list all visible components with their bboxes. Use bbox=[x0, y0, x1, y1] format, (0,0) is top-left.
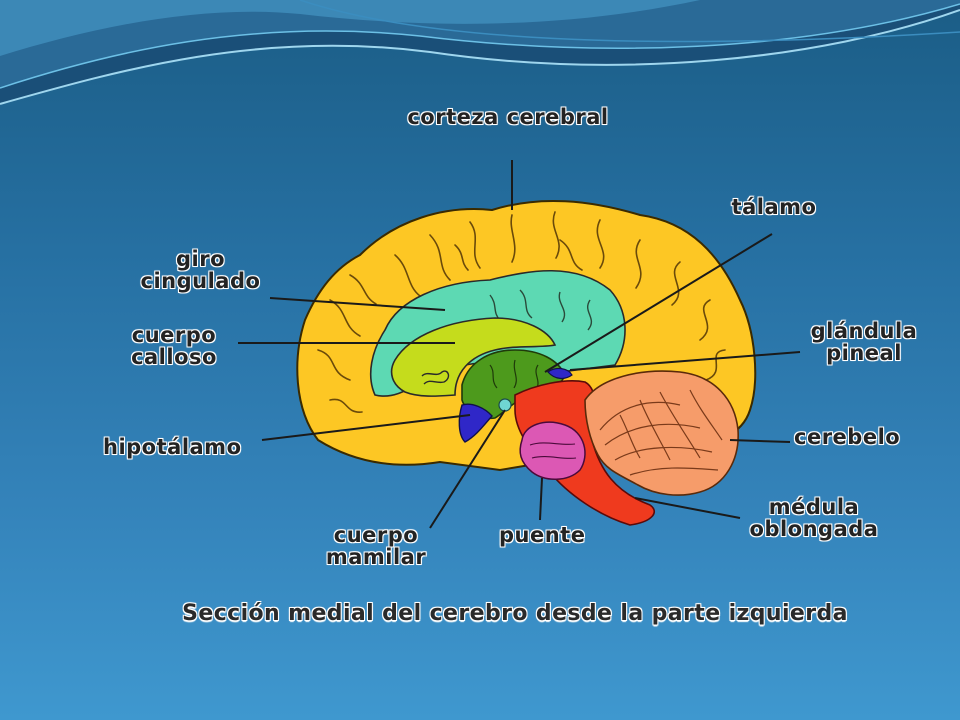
callosum-squiggle bbox=[421, 370, 450, 385]
wave-line-2 bbox=[0, 3, 960, 89]
pointer-lines bbox=[238, 160, 801, 529]
wave-line-1 bbox=[0, 9, 960, 105]
pineal-gland bbox=[547, 367, 573, 379]
label-medula-line-2: oblongada bbox=[749, 517, 879, 541]
cortex-gyri-lines bbox=[317, 211, 726, 413]
pointer-talamo bbox=[544, 233, 773, 373]
header-wave-decoration bbox=[0, 0, 960, 105]
corpus-callosum bbox=[390, 317, 557, 397]
pointer-giro bbox=[269, 297, 446, 311]
label-corteza-cerebral: corteza cerebral bbox=[407, 105, 609, 129]
cerebellum bbox=[584, 370, 739, 496]
label-hipotalamo: hipotálamo bbox=[103, 435, 242, 459]
pointer-puente bbox=[539, 477, 543, 521]
label-puente: puente bbox=[499, 523, 586, 547]
label-pineal-line-2: pineal bbox=[826, 341, 902, 365]
label-cuerpo-calloso: cuerpo calloso bbox=[114, 324, 234, 368]
pons bbox=[519, 421, 586, 480]
wave-mid bbox=[0, 0, 960, 88]
label-pineal-line-1: glándula bbox=[810, 319, 918, 343]
label-mamilar-line-2: mamilar bbox=[325, 545, 427, 569]
diagram-caption: Sección medial del cerebro desde la part… bbox=[182, 601, 848, 626]
pointer-mamilar bbox=[429, 409, 506, 529]
label-giro-line-1: giro bbox=[175, 247, 225, 271]
wave-light bbox=[0, 0, 700, 56]
label-giro-line-2: cingulado bbox=[140, 269, 261, 293]
label-glandula-pineal: glándula pineal bbox=[800, 320, 928, 364]
label-cerebelo: cerebelo bbox=[794, 425, 901, 449]
label-medula-line-1: médula bbox=[768, 495, 860, 519]
pons-lines bbox=[529, 442, 577, 459]
label-mamilar-line-1: cuerpo bbox=[333, 523, 419, 547]
label-giro-cingulado: giro cingulado bbox=[128, 248, 273, 292]
pointer-medula bbox=[634, 497, 741, 519]
mammillary-body bbox=[498, 398, 512, 412]
pointer-hipotalamo bbox=[261, 414, 471, 441]
pointer-pineal bbox=[569, 351, 801, 371]
label-calloso-line-1: cuerpo bbox=[131, 323, 217, 347]
hypothalamus bbox=[458, 403, 493, 443]
wave-line-3 bbox=[299, 0, 960, 43]
label-calloso-line-2: calloso bbox=[131, 345, 217, 369]
cerebellum-folia bbox=[599, 389, 723, 476]
label-talamo: tálamo bbox=[731, 195, 817, 219]
label-cuerpo-mamilar: cuerpo mamilar bbox=[316, 524, 436, 568]
pointer-cerebelo bbox=[729, 439, 791, 443]
label-medula-oblongada: médula oblongada bbox=[738, 496, 890, 540]
